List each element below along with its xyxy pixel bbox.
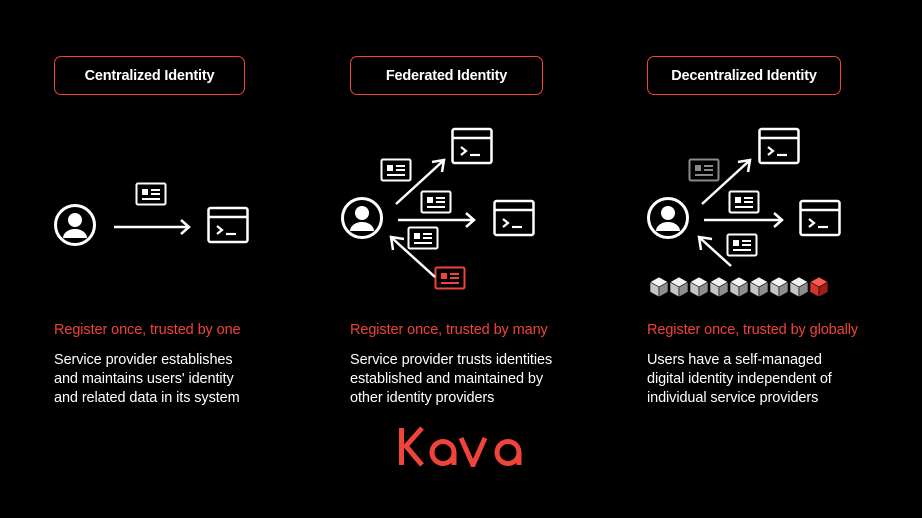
decentralized-identity-diagram	[647, 127, 841, 298]
federated-tagline: Register once, trusted by many	[350, 322, 548, 338]
id-card-icon	[380, 158, 412, 182]
arrow-up-right-icon	[395, 158, 446, 205]
terminal-icon	[451, 127, 493, 165]
description-line: individual service providers	[647, 390, 819, 406]
service-provider-terminal-icon	[207, 206, 249, 244]
description-line: digital identity independent of	[647, 371, 832, 387]
block-cube	[689, 276, 709, 298]
terminal-icon	[799, 199, 841, 237]
block-cube	[669, 276, 689, 298]
centralized-identity-diagram	[54, 182, 249, 246]
federated-description: Service provider trusts identities estab…	[350, 351, 630, 408]
block-cube	[769, 276, 789, 298]
description-line: other identity providers	[350, 390, 495, 406]
id-card-icon-highlighted	[434, 266, 466, 290]
centralized-description: Service provider establishes and maintai…	[54, 351, 334, 408]
block-cube-highlighted	[809, 276, 829, 298]
description-line: Service provider establishes	[54, 352, 233, 368]
block-cube	[709, 276, 729, 298]
blockchain-blocks-icon	[649, 276, 829, 298]
description-line: and related data in its system	[54, 390, 240, 406]
terminal-icon	[493, 199, 535, 237]
id-card-icon-muted	[688, 158, 720, 182]
decentralized-tagline: Register once, trusted by globally	[647, 322, 858, 338]
id-card-icon	[726, 233, 758, 257]
federated-identity-column: Federated Identity Register once, truste…	[341, 0, 650, 518]
federated-identity-title: Federated Identity	[350, 56, 543, 95]
description-line: established and maintained by	[350, 371, 543, 387]
user-icon	[54, 204, 96, 246]
decentralized-identity-title: Decentralized Identity	[647, 56, 841, 95]
kava-logo	[399, 426, 522, 467]
arrow-right-icon	[398, 211, 476, 229]
centralized-identity-column: Centralized Identity	[54, 0, 354, 518]
centralized-tagline: Register once, trusted by one	[54, 322, 241, 338]
block-cube	[749, 276, 769, 298]
arrow-right-icon	[704, 211, 784, 229]
arrow-right-icon	[114, 218, 191, 236]
id-card-icon	[728, 190, 760, 214]
arrow-down-left-icon	[389, 235, 436, 278]
decentralized-description: Users have a self-managed digital identi…	[647, 351, 922, 408]
description-line: Service provider trusts identities	[350, 352, 553, 368]
federated-identity-diagram	[341, 127, 535, 290]
user-icon	[647, 197, 689, 239]
description-line: Users have a self-managed	[647, 352, 822, 368]
block-cube	[729, 276, 749, 298]
id-card-icon	[420, 190, 452, 214]
terminal-icon	[758, 127, 800, 165]
block-cube	[789, 276, 809, 298]
decentralized-identity-column: Decentralized Identity Register once, tr…	[647, 0, 922, 518]
arrow-up-right-icon	[701, 158, 752, 205]
arrow-down-left-icon	[697, 235, 732, 267]
block-cube	[649, 276, 669, 298]
centralized-identity-title: Centralized Identity	[54, 56, 245, 95]
description-line: and maintains users' identity	[54, 371, 234, 387]
id-card-icon	[135, 182, 167, 206]
id-card-icon	[407, 226, 439, 250]
